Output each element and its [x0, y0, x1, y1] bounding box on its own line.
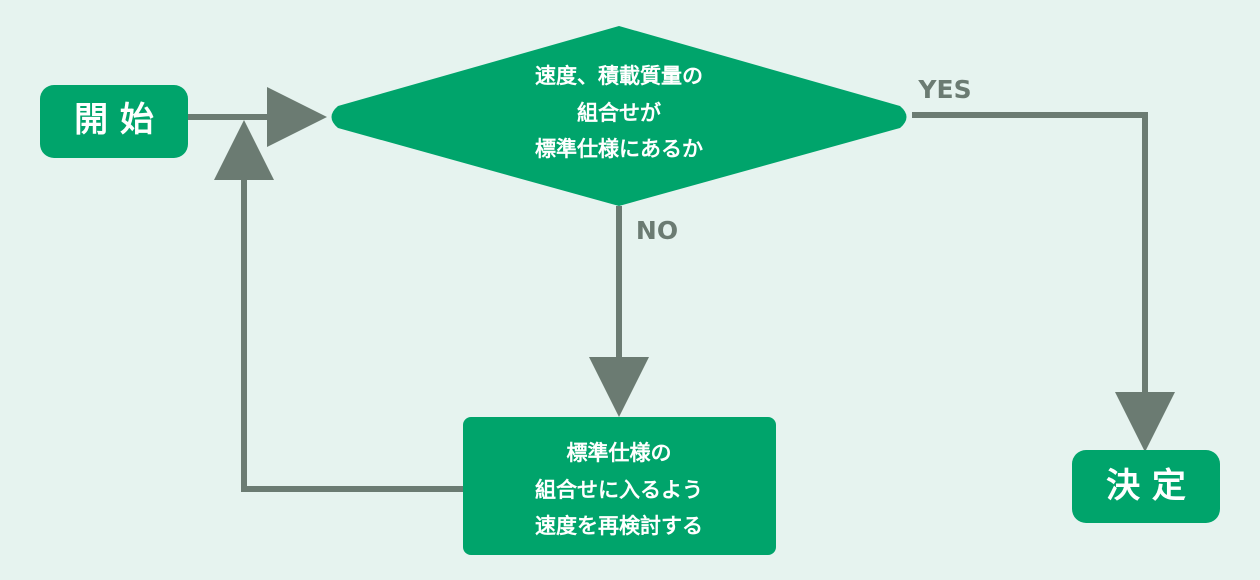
start-node-box	[40, 85, 188, 158]
edges	[188, 87, 1175, 492]
decision-line-3: 標準仕様にあるか	[535, 137, 703, 161]
no-label: NO	[636, 216, 678, 245]
decision-node: 速度、積載質量の 組合せが 標準仕様にあるか	[331, 26, 907, 206]
edge-revise-loop-back	[214, 120, 463, 492]
end-node-box	[1072, 450, 1220, 523]
revise-node-box	[463, 417, 776, 555]
start-node: 開 始	[40, 85, 188, 158]
edge-decision-yes-to-end	[912, 112, 1175, 452]
revise-line-2: 組合せに入るよう	[535, 478, 703, 502]
decision-line-1: 速度、積載質量の	[535, 64, 703, 88]
end-node-label: 決 定	[1106, 466, 1186, 506]
decision-node-diamond	[331, 26, 907, 206]
end-node: 決 定	[1072, 450, 1220, 523]
revise-line-3: 速度を再検討する	[535, 514, 703, 538]
start-node-label: 開 始	[74, 100, 154, 140]
revise-node: 標準仕様の 組合せに入るよう 速度を再検討する	[463, 417, 776, 555]
decision-line-2: 組合せが	[577, 101, 661, 125]
yes-label: YES	[917, 75, 971, 104]
revise-line-1: 標準仕様の	[567, 441, 672, 465]
